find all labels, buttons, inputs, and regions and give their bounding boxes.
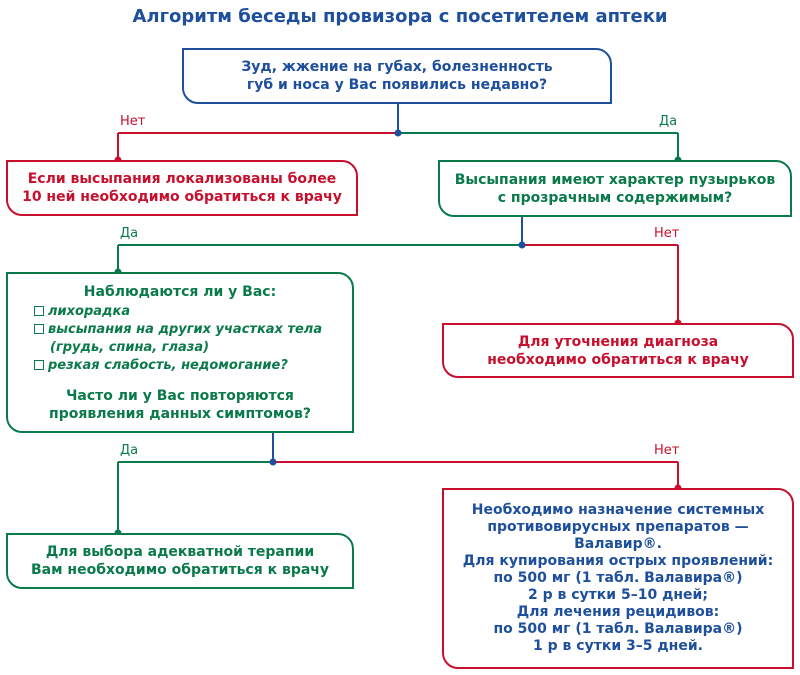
result-box-valavir-treatment: Необходимо назначение системных противов… — [442, 488, 794, 669]
checkbox-icon — [34, 305, 44, 316]
symptom-item: лихорадка — [8, 303, 352, 321]
box-text-line: Зуд, жжение на губах, болезненность — [241, 59, 553, 75]
box-text-line: Для лечения рецидивов: — [516, 604, 720, 620]
result-box-see-doctor-1: Если высыпания локализованы более 10 ней… — [6, 160, 358, 216]
box-text-line: Если высыпания локализованы более — [27, 171, 337, 187]
box-text-line: с прозрачным содержимым? — [497, 189, 733, 206]
edge-label-no: Нет — [120, 114, 146, 129]
edge-label-no: Нет — [654, 443, 680, 458]
result-box-see-doctor-3: Для выбора адекватной терапии Вам необхо… — [6, 533, 354, 589]
junction-dot — [394, 129, 402, 137]
box-text-line: губ и носа у Вас появились недавно? — [246, 77, 548, 93]
symptom-item: резкая слабость, недомогание? — [8, 357, 352, 375]
box-text-line: Необходимо назначение системных — [471, 502, 765, 518]
box-text-line: 1 р в сутки 3–5 дней. — [533, 638, 703, 654]
box-text-line: 2 р в сутки 5–10 дней; — [528, 587, 708, 603]
checkbox-icon — [34, 359, 44, 370]
symptom-item: высыпания на других участках тела — [8, 321, 352, 339]
box-text-line: Для купирования острых проявлений: — [462, 553, 774, 569]
checkbox-icon — [34, 323, 44, 334]
box-text-line: 10 ней необходимо обратиться к врачу — [22, 189, 342, 205]
box-text-line: по 500 мг (1 табл. Валавира®) — [493, 621, 743, 637]
question-box-1: Зуд, жжение на губах, болезненность губ … — [182, 48, 612, 104]
edge-label-no: Нет — [654, 226, 680, 241]
junction-dot — [518, 241, 526, 249]
box-text-line: противовирусных препаратов — — [487, 519, 749, 535]
edge-label-yes: Да — [659, 114, 678, 129]
page-title: Алгоритм беседы провизора с посетителем … — [132, 6, 668, 27]
box-text-line: Валавир®. — [574, 536, 662, 552]
recurrence-question: проявления данных симптомов? — [49, 405, 311, 422]
box-text-line: Для уточнения диагноза — [517, 333, 719, 350]
symptom-item-continuation: (грудь, спина, глаза) — [50, 339, 210, 355]
edge-label-yes: Да — [120, 226, 139, 241]
question-box-3: Наблюдаются ли у Вас: лихорадка высыпани… — [6, 272, 354, 433]
box-text-line: Высыпания имеют характер пузырьков — [454, 171, 776, 188]
box-text-line: Вам необходимо обратиться к врачу — [30, 562, 330, 578]
box-text-line: необходимо обратиться к врачу — [487, 351, 749, 368]
recurrence-question: Часто ли у Вас повторяются — [66, 387, 294, 404]
box-text-line: по 500 мг (1 табл. Валавира®) — [493, 570, 743, 586]
result-box-see-doctor-2: Для уточнения диагноза необходимо обрати… — [442, 323, 794, 378]
box-text-line: Для выбора адекватной терапии — [45, 544, 315, 560]
question-box-2: Высыпания имеют характер пузырьков с про… — [438, 160, 792, 217]
junction-dot — [269, 458, 277, 466]
edge-label-yes: Да — [120, 443, 139, 458]
symptoms-heading: Наблюдаются ли у Вас: — [83, 283, 277, 300]
